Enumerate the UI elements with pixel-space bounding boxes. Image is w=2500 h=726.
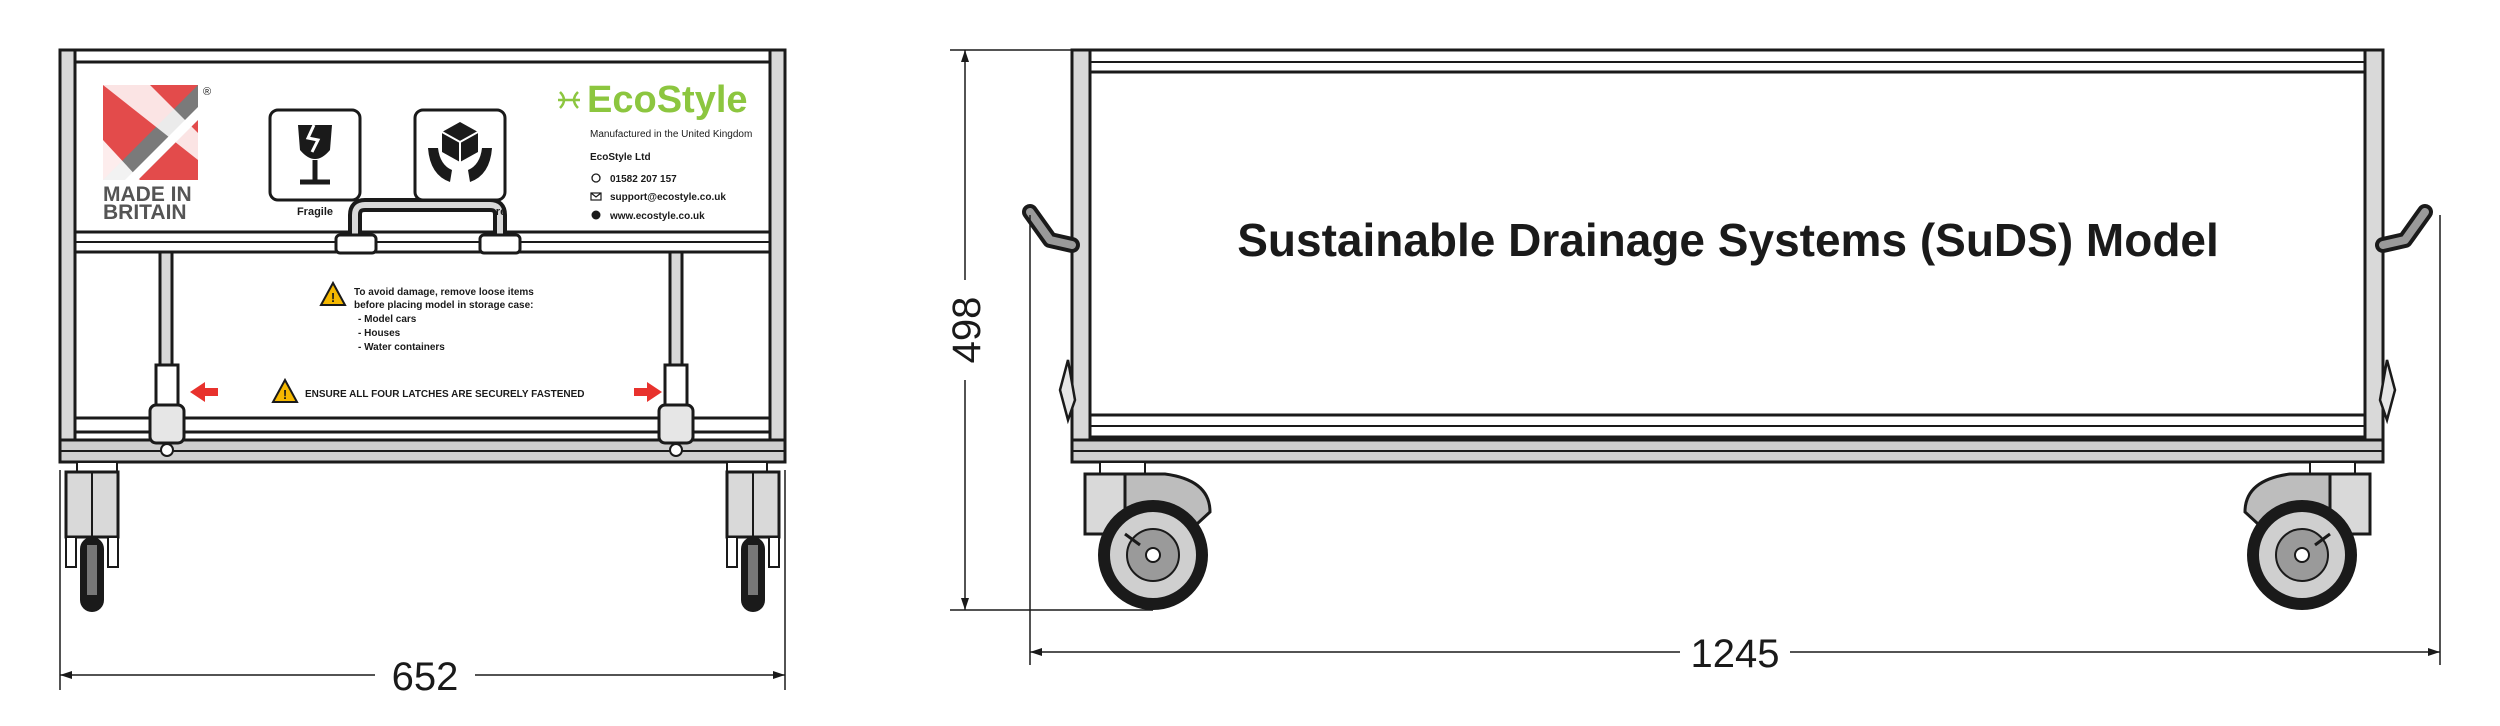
made-in-britain-logo: ® MADE IN BRITAIN [103, 85, 211, 224]
registered-mark: ® [203, 86, 211, 98]
width-dimension [59, 470, 786, 690]
handle-with-care-sign: re [413, 108, 507, 218]
warning-item: - Model cars [358, 314, 417, 325]
side-latch-left [1058, 359, 1077, 425]
latch-warning-text: ENSURE ALL FOUR LATCHES ARE SECURELY FAS… [305, 389, 584, 400]
warning-icon [271, 377, 299, 403]
broken-glass-icon [298, 125, 332, 159]
svg-text:!: ! [283, 387, 287, 402]
ecostyle-brand: EcoStyle Manufactured in the United King… [558, 79, 752, 222]
arrow-right-icon [634, 382, 662, 402]
phone-icon [591, 173, 601, 183]
panel-title: Sustainable Drainage Systems (SuDS) Mode… [1237, 214, 2219, 266]
front-wheel-right [725, 461, 781, 612]
side-view: Sustainable Drainage Systems (SuDS) Mode… [945, 48, 2441, 676]
front-top-rail [73, 48, 772, 64]
warning-icon [319, 280, 347, 306]
warning-line-2: before placing model in storage case: [354, 300, 534, 311]
email-icon [590, 192, 602, 201]
arrow-left-icon [190, 382, 218, 402]
web-icon [591, 210, 601, 220]
storage-warning: ! To avoid damage, remove loose items be… [319, 280, 534, 353]
britain-text: BRITAIN [103, 201, 187, 224]
fragile-sign: Fragile [268, 108, 362, 218]
ecostyle-leaf-icon [558, 91, 580, 109]
front-inner-post-left [158, 250, 174, 369]
warning-line-1: To avoid damage, remove loose items [354, 287, 534, 298]
height-dimension-label: 498 [945, 297, 989, 364]
svg-text:!: ! [331, 290, 335, 305]
latch-right [657, 363, 695, 457]
left-hand-icon [428, 148, 452, 182]
handle-with-care-label: re [496, 206, 506, 218]
front-bottom-rail [73, 416, 772, 434]
phone-number: 01582 207 157 [610, 174, 677, 185]
email-address: support@ecostyle.co.uk [610, 192, 726, 203]
front-wheel-left [64, 461, 120, 612]
right-hand-icon [468, 148, 492, 182]
ecostyle-logo-text: EcoStyle [587, 79, 748, 121]
company-name: EcoStyle Ltd [590, 152, 651, 163]
latch-warning: ! ENSURE ALL FOUR LATCHES ARE SECURELY F… [271, 377, 584, 403]
front-view: ® MADE IN BRITAIN Fragile re [58, 48, 787, 699]
caster-wheel-left [1083, 461, 1212, 610]
latch-left [148, 363, 186, 457]
fragile-label: Fragile [297, 206, 333, 218]
length-dimension [1029, 215, 2441, 665]
side-latch-right [2378, 359, 2397, 425]
width-dimension-label: 652 [392, 655, 459, 699]
front-left-post [58, 48, 77, 447]
made-in-text: MADE IN [103, 183, 192, 206]
height-dimension [950, 49, 1153, 611]
front-inner-post-right [668, 250, 684, 369]
warning-item: - Water containers [358, 342, 445, 353]
website-url: www.ecostyle.co.uk [609, 211, 705, 222]
ecostyle-tagline: Manufactured in the United Kingdom [590, 129, 752, 140]
front-right-post [768, 48, 787, 447]
warning-item: - Houses [358, 328, 401, 339]
length-dimension-label: 1245 [1691, 632, 1780, 676]
caster-wheel-right [2243, 461, 2372, 610]
